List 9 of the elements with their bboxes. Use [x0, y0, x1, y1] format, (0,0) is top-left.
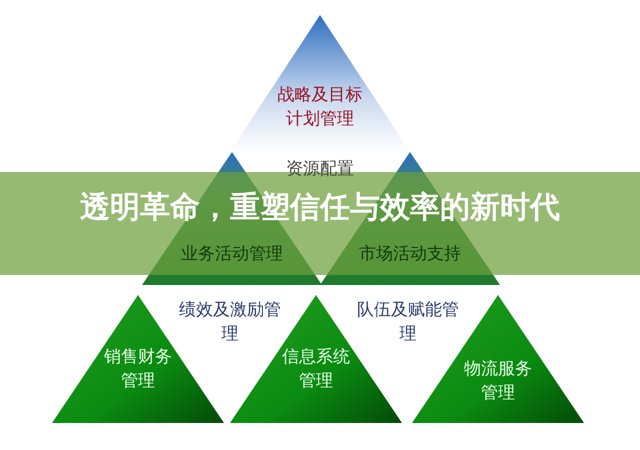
- block-label: 物流服务管理: [463, 358, 533, 405]
- block-label: 战略及目标计划管理: [276, 84, 364, 131]
- title: 透明革命，重塑信任与效率的新时代: [80, 189, 560, 227]
- block-label: 绩效及激励管理: [176, 298, 284, 346]
- block-label: 市场活动支持: [358, 243, 462, 266]
- block-label: 队伍及赋能管理: [354, 298, 462, 346]
- block-label: 业务活动管理: [180, 243, 284, 266]
- block-label: 销售财务管理: [103, 346, 173, 393]
- block-label: 信息系统管理: [281, 346, 351, 393]
